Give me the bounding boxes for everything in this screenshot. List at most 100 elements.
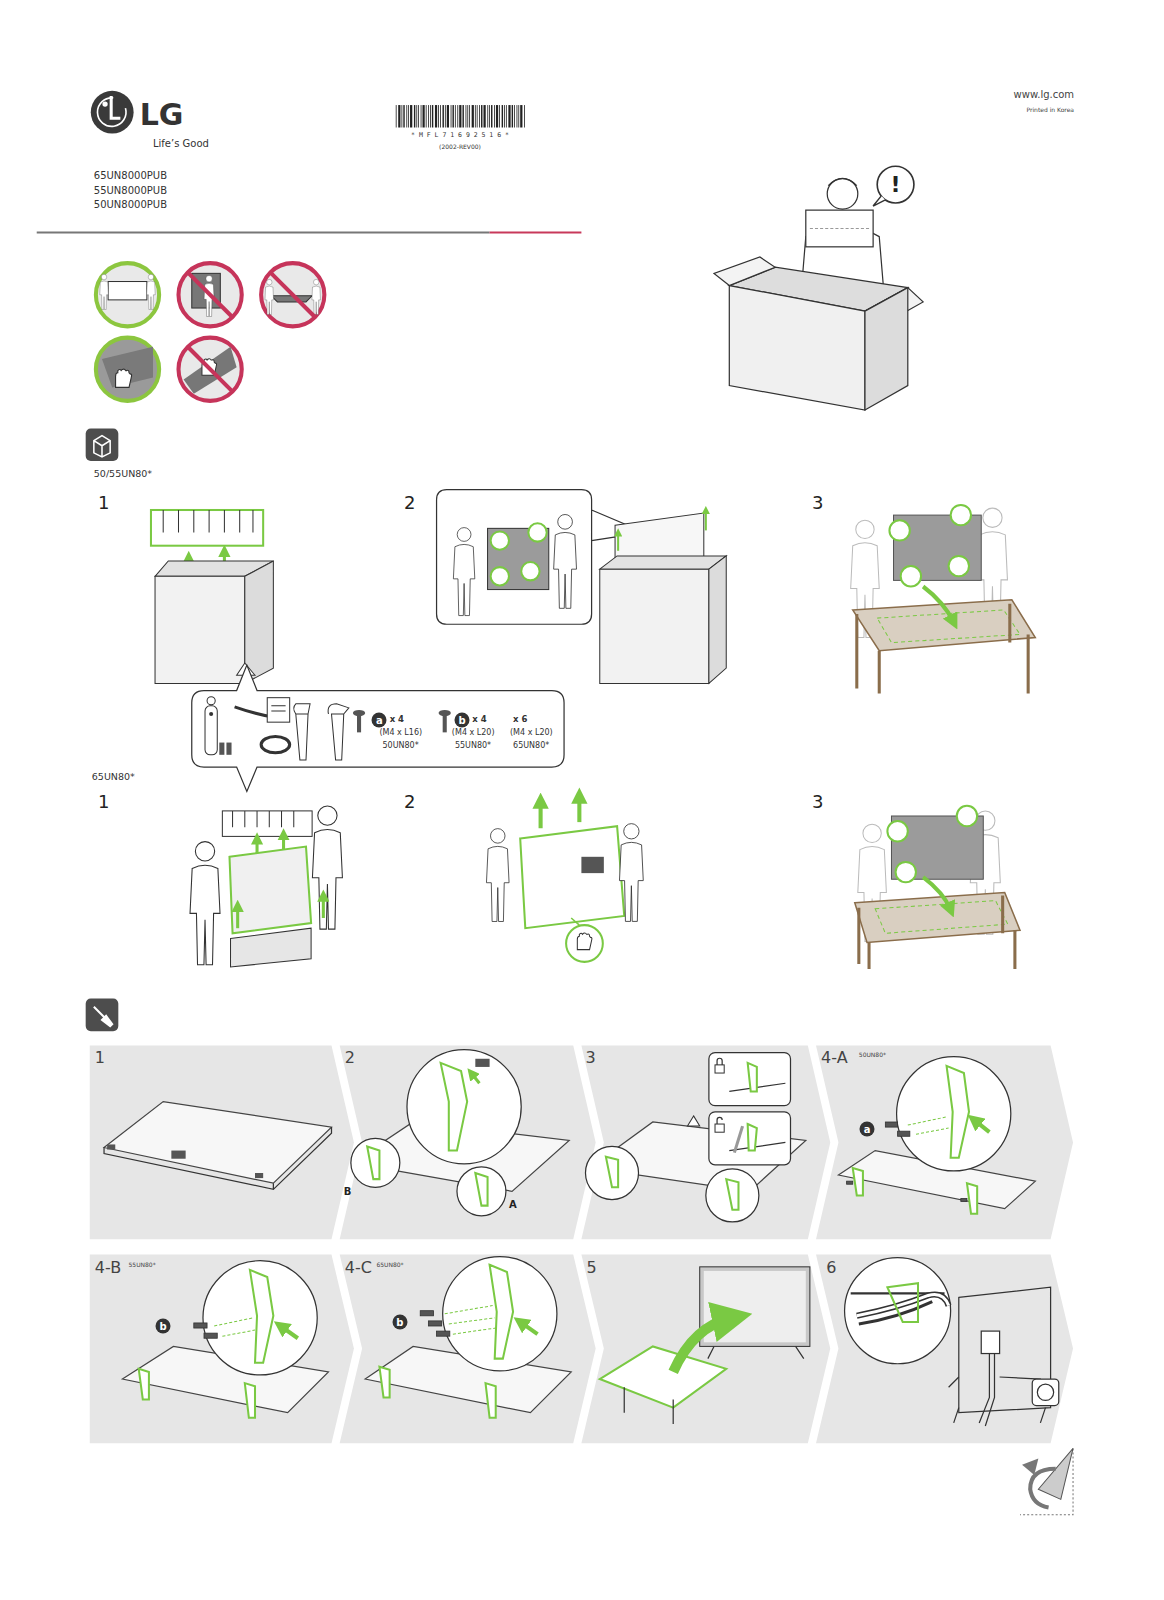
barcode: [481, 105, 482, 127]
step65-place-table: [923, 877, 951, 910]
step-place-table: [923, 587, 954, 623]
open-box-warning: [714, 257, 775, 286]
barcode: [496, 105, 498, 127]
rule-line: [37, 232, 582, 233]
step5-stand-up: [600, 1346, 726, 1407]
label-text: 4-B: [95, 1259, 121, 1277]
label-text: x 4: [390, 715, 404, 724]
handling-ok: [96, 263, 159, 401]
label-text: (M4 x L20): [452, 729, 495, 738]
step4a-screws: [897, 1057, 1011, 1171]
step65-lift-panel: [486, 796, 643, 962]
barcode: [398, 105, 400, 127]
barcode: [512, 105, 513, 127]
step65-lift-box: [312, 806, 342, 929]
accessories-bubble: [439, 710, 451, 716]
step-place-table: [949, 556, 969, 576]
step-panels: [340, 1046, 596, 1240]
accessories-bubble: [207, 697, 215, 705]
step4b-screws: [203, 1261, 317, 1375]
page-turn-icon: [1020, 1448, 1073, 1514]
barcode: [447, 105, 449, 127]
step5-stand-up: [673, 1318, 732, 1372]
rule-line: [490, 232, 582, 234]
step4a-screws: [967, 1183, 977, 1214]
lg-logo: [97, 98, 126, 127]
step3-lock: [709, 1053, 791, 1106]
handling-wrong: [270, 272, 315, 317]
label-text: (M4 x L16): [379, 729, 422, 738]
step65-place-table: [957, 806, 977, 826]
barcode: [452, 105, 453, 127]
step3-lock: [606, 1157, 618, 1188]
label-text: 5: [587, 1259, 597, 1277]
step4c-screws: [520, 1322, 537, 1334]
barcode: [444, 105, 446, 127]
barcode: [406, 105, 408, 127]
rule-line: [37, 232, 490, 234]
open-box-warning: [827, 179, 858, 210]
label-text: 3: [585, 1049, 595, 1067]
step-lift-panel: [491, 531, 509, 549]
step3-lock: [748, 1124, 757, 1151]
barcode: [472, 105, 474, 127]
step65-lift-panel: [581, 857, 603, 873]
step1-tv-back: [171, 1151, 185, 1159]
barcode: [454, 105, 456, 127]
accessories-bubble: [328, 704, 349, 760]
handling-wrong: [312, 279, 321, 314]
label-text: !: [891, 173, 901, 197]
step-lift-panel: [705, 510, 707, 530]
step6-cables: [981, 1331, 999, 1353]
step-lift-panel: [437, 490, 727, 684]
barcode: [403, 105, 404, 127]
handling-ok: [102, 347, 153, 388]
step4a-screws: [974, 1120, 989, 1132]
barcode: [504, 105, 506, 127]
barcode: [516, 105, 518, 127]
step-lift-panel: [521, 562, 539, 580]
step3-lock: [726, 1179, 738, 1210]
barcode: [524, 105, 526, 127]
step3-lock: [717, 1117, 722, 1124]
label-text: 50/55UN80*: [94, 469, 152, 479]
barcode: [459, 105, 461, 127]
label-text: 1: [98, 493, 109, 513]
step4a-screws: [898, 1131, 910, 1136]
handling-wrong: [179, 263, 242, 326]
label-text: 50UN80*: [383, 741, 419, 750]
barcode: [432, 105, 433, 127]
label-text: 2: [404, 792, 415, 812]
label-text: 55UN80*: [129, 1262, 156, 1269]
step3-lock: [717, 1058, 722, 1065]
page-turn-icon: [1020, 1448, 1073, 1514]
barcode: [430, 105, 432, 127]
label-text: Life’s Good: [153, 137, 209, 148]
barcode: [494, 105, 496, 127]
accessories-bubble: [205, 706, 217, 755]
step6-cables: [1032, 1379, 1059, 1406]
step3-lock: [709, 1112, 791, 1165]
step3-lock: [687, 1116, 699, 1126]
label-text: B: [344, 1186, 352, 1197]
accessories-bubble: [192, 665, 564, 791]
step-panels: [581, 1046, 830, 1240]
barcode: [457, 105, 459, 127]
step65-lift-box: [230, 847, 312, 934]
handling-wrong: [188, 347, 233, 392]
barcode: [396, 105, 525, 127]
step6-cables: [845, 1258, 951, 1364]
step1-tv-back: [255, 1173, 263, 1178]
part-letter: b: [156, 1319, 171, 1334]
label-text: 4-A: [821, 1049, 848, 1067]
accessories-bubble: [219, 743, 224, 755]
barcode: [518, 105, 520, 127]
part-letter: b: [392, 1314, 407, 1329]
label-text: LG: [140, 98, 184, 131]
illustration: [37, 91, 1073, 1515]
step-lift-panel: [709, 556, 726, 684]
label-text: 6: [826, 1259, 836, 1277]
barcode: [474, 105, 476, 127]
label-text: 1: [98, 792, 109, 812]
step65-lift-panel: [520, 826, 624, 928]
